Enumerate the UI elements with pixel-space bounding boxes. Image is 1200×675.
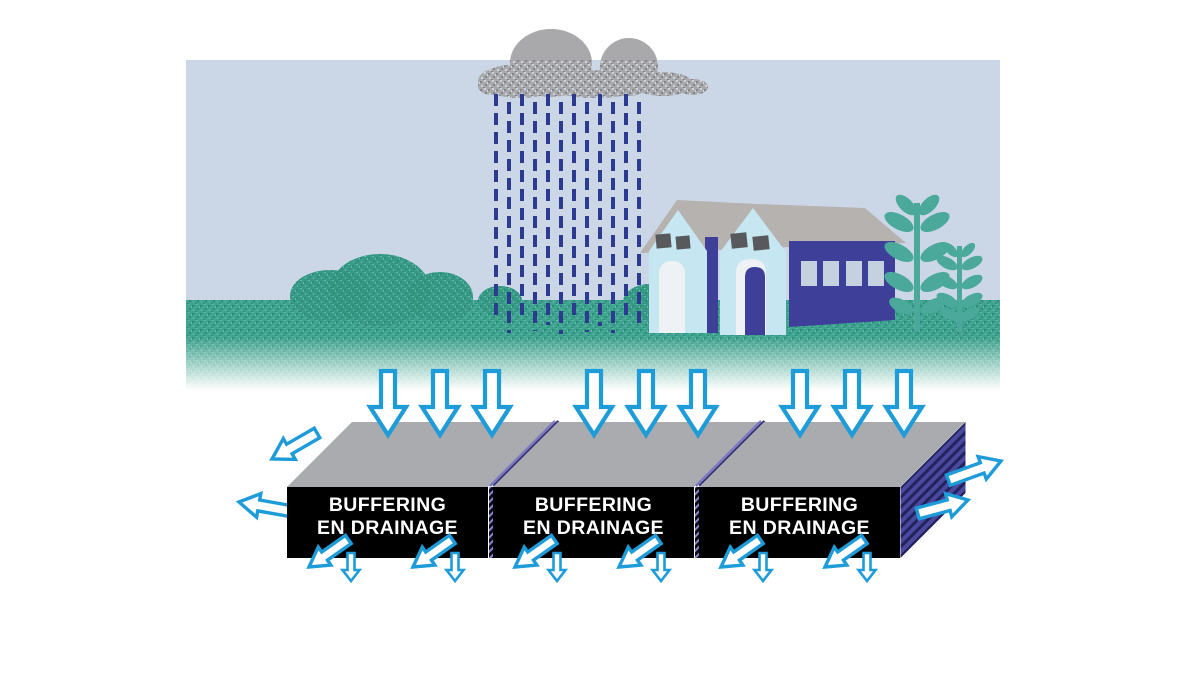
- drain-diagonal-arrow: [718, 533, 766, 569]
- buffer-block-2: BUFFERING EN DRAINAGE: [493, 422, 759, 558]
- drainage-layer-edge: [492, 420, 560, 487]
- window: [655, 233, 672, 249]
- rainfall-icon: [494, 94, 641, 334]
- window: [752, 235, 770, 251]
- window: [675, 235, 691, 250]
- inflow-arrow: [366, 368, 410, 439]
- block-label-line-1: BUFFERING: [741, 494, 858, 516]
- inflow-arrow: [572, 368, 616, 439]
- outflow-right-arrows: [914, 454, 1005, 521]
- outflow-left-arrow: [269, 425, 323, 462]
- drain-diagonal-arrow: [410, 533, 458, 569]
- buffer-blocks: BUFFERING EN DRAINAGE BUFFERING EN DRAIN…: [287, 420, 966, 558]
- window: [846, 261, 862, 286]
- buffer-block-1: BUFFERING EN DRAINAGE: [287, 422, 553, 558]
- house-icon: [720, 208, 786, 335]
- inflow-arrows: [366, 368, 926, 439]
- buffer-block-3: BUFFERING EN DRAINAGE: [699, 422, 966, 558]
- block-top-surface: [287, 422, 553, 487]
- drain-diagonal-arrow: [616, 533, 664, 569]
- window: [801, 261, 817, 286]
- window: [730, 232, 748, 249]
- drainage-layer-strip: [489, 487, 493, 558]
- buildings: [640, 200, 906, 335]
- inflow-arrow: [830, 368, 874, 439]
- inflow-arrow: [470, 368, 514, 439]
- block-top-surface: [493, 422, 759, 487]
- drain-diagonal-arrow: [822, 533, 870, 569]
- inflow-arrow: [676, 368, 720, 439]
- block-front-face: [699, 487, 900, 558]
- inflow-arrow: [624, 368, 668, 439]
- drain-down-arrow: [443, 551, 467, 584]
- block-label-line-2: EN DRAINAGE: [523, 517, 664, 539]
- block-label-line-2: EN DRAINAGE: [729, 517, 870, 539]
- warehouse-icon: [789, 241, 895, 327]
- house-icon: [649, 210, 707, 333]
- plant-icon: [936, 242, 983, 332]
- block-label-line-1: BUFFERING: [535, 494, 652, 516]
- outflow-right-arrow: [944, 454, 1005, 488]
- block-top-surface: [699, 422, 965, 487]
- inflow-arrow: [778, 368, 822, 439]
- inflow-arrow: [882, 368, 926, 439]
- block-front-face: [287, 487, 488, 558]
- drainage-layer-edge: [489, 420, 556, 487]
- window: [823, 261, 839, 286]
- door-panel: [745, 267, 765, 335]
- block-label-line-2: EN DRAINAGE: [317, 517, 458, 539]
- block-front-face: [493, 487, 694, 558]
- drain-arrows: [306, 533, 879, 584]
- drain-down-arrow: [751, 551, 775, 584]
- drain-down-arrow: [649, 551, 673, 584]
- drainage-side-face: [900, 422, 966, 558]
- outflow-left-arrow: [235, 490, 296, 521]
- drain-diagonal-arrow: [512, 533, 560, 569]
- door: [659, 261, 685, 333]
- drainage-layer-edge: [698, 420, 766, 487]
- house-side-wall: [705, 237, 718, 333]
- drain-down-arrow: [339, 551, 363, 584]
- inflow-arrow: [418, 368, 462, 439]
- block-label-line-1: BUFFERING: [329, 494, 446, 516]
- drain-down-arrow: [855, 551, 879, 584]
- drainage-layer-strip: [695, 487, 699, 558]
- window: [868, 261, 884, 286]
- outflow-right-arrow: [914, 491, 972, 521]
- drainage-layer-edge: [695, 420, 762, 487]
- drain-down-arrow: [545, 551, 569, 584]
- drain-diagonal-arrow: [306, 533, 354, 569]
